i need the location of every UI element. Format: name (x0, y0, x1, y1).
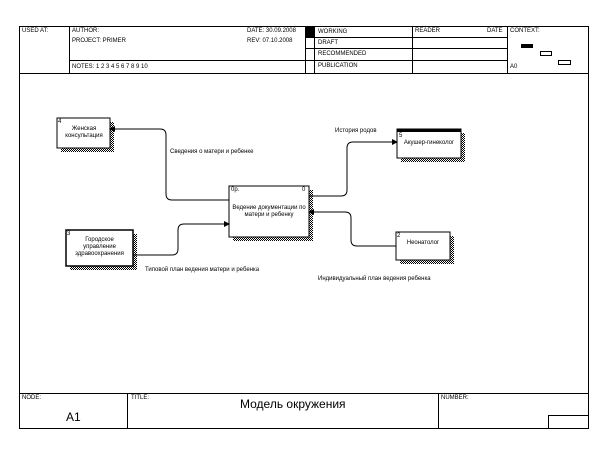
box-2-number: 2 (397, 233, 401, 239)
box-4-label[interactable]: Женская консультация (65, 126, 103, 139)
header-divider-2 (305, 26, 306, 73)
context-node-label: A0 (510, 64, 518, 70)
reader-date-label: DATE (487, 28, 503, 34)
footer-divider-1 (127, 393, 128, 429)
node-label: NODE: (22, 395, 42, 401)
footer-top-border (19, 393, 589, 394)
box-3-number: 3 (67, 231, 71, 237)
box-3-frame (65, 229, 134, 267)
box-center-frame (228, 185, 310, 238)
arrow-label-svedeniya: Сведения о матери и ребенке (170, 149, 254, 155)
box-center-number: 0р. (231, 187, 240, 193)
header-bottom-border (19, 73, 589, 74)
status-row-line-2 (305, 48, 507, 49)
reader-label: READER (415, 28, 441, 34)
status-recommended: RECOMMENDED (318, 51, 367, 57)
diagram-title: Модель окружения (240, 397, 346, 411)
context-label: CONTEXT: (510, 28, 540, 34)
title-label: TITLE: (131, 395, 150, 401)
status-row-line-1 (305, 37, 507, 38)
header-divider-3 (314, 26, 315, 73)
box-5-top-bar (397, 129, 461, 132)
context-map-box-2 (558, 60, 571, 65)
box-4-number: 4 (58, 119, 62, 125)
notes-label: NOTES: 1 2 3 4 5 6 7 8 9 10 (72, 64, 148, 70)
notes-row-line (69, 60, 305, 61)
arrow-istoriya-rodov (309, 139, 398, 197)
project-label: PROJECT: PRIMER (72, 38, 127, 44)
arrow-label-tipovoy-plan: Типовой план ведения матери и ребенка (145, 267, 260, 273)
used-at-label: USED AT: (22, 28, 49, 34)
context-map-box-1 (540, 51, 552, 56)
author-label: AUTHOR: (72, 28, 99, 34)
context-map-box-filled (521, 44, 533, 48)
number-label: NUMBER: (441, 395, 469, 401)
box-4-frame (56, 117, 111, 149)
box-2-label[interactable]: Неонатолог (406, 240, 440, 246)
working-status-marker (306, 27, 314, 37)
date-label: DATE: 30.09.2008 (247, 28, 296, 34)
arrow-tipovoy-plan (133, 221, 230, 256)
box-5-number: 5 (399, 133, 403, 139)
status-draft: DRAFT (318, 40, 338, 46)
arrow-svedeniya (109, 126, 229, 201)
arrow-individualny-plan (308, 209, 396, 247)
node-value: A1 (66, 410, 81, 424)
box-3-label[interactable]: Городское управление здравоохранения (75, 237, 124, 257)
box-2-frame (395, 231, 451, 261)
rev-label: REV: 07.10.2008 (247, 38, 293, 44)
status-publication: PUBLICATION (318, 63, 358, 69)
footer-number-box (548, 415, 589, 429)
header-divider-5 (507, 26, 508, 73)
box-5-label[interactable]: Акушер-гинеколог (403, 140, 455, 146)
header-divider-1 (69, 26, 70, 73)
arrow-label-istoriya-rodov: История родов (335, 128, 377, 134)
status-row-line-3 (305, 60, 507, 61)
box-center-label[interactable]: Ведение документации по матери и ребенку (232, 205, 306, 218)
footer-divider-2 (438, 393, 439, 429)
arrow-label-individualny-plan: Индивидуальный план ведения ребенка (318, 276, 431, 282)
header-divider-4 (412, 26, 413, 73)
box-center-extra: 0 (302, 187, 306, 193)
status-working: WORKING (318, 29, 348, 35)
page-frame (19, 26, 589, 429)
